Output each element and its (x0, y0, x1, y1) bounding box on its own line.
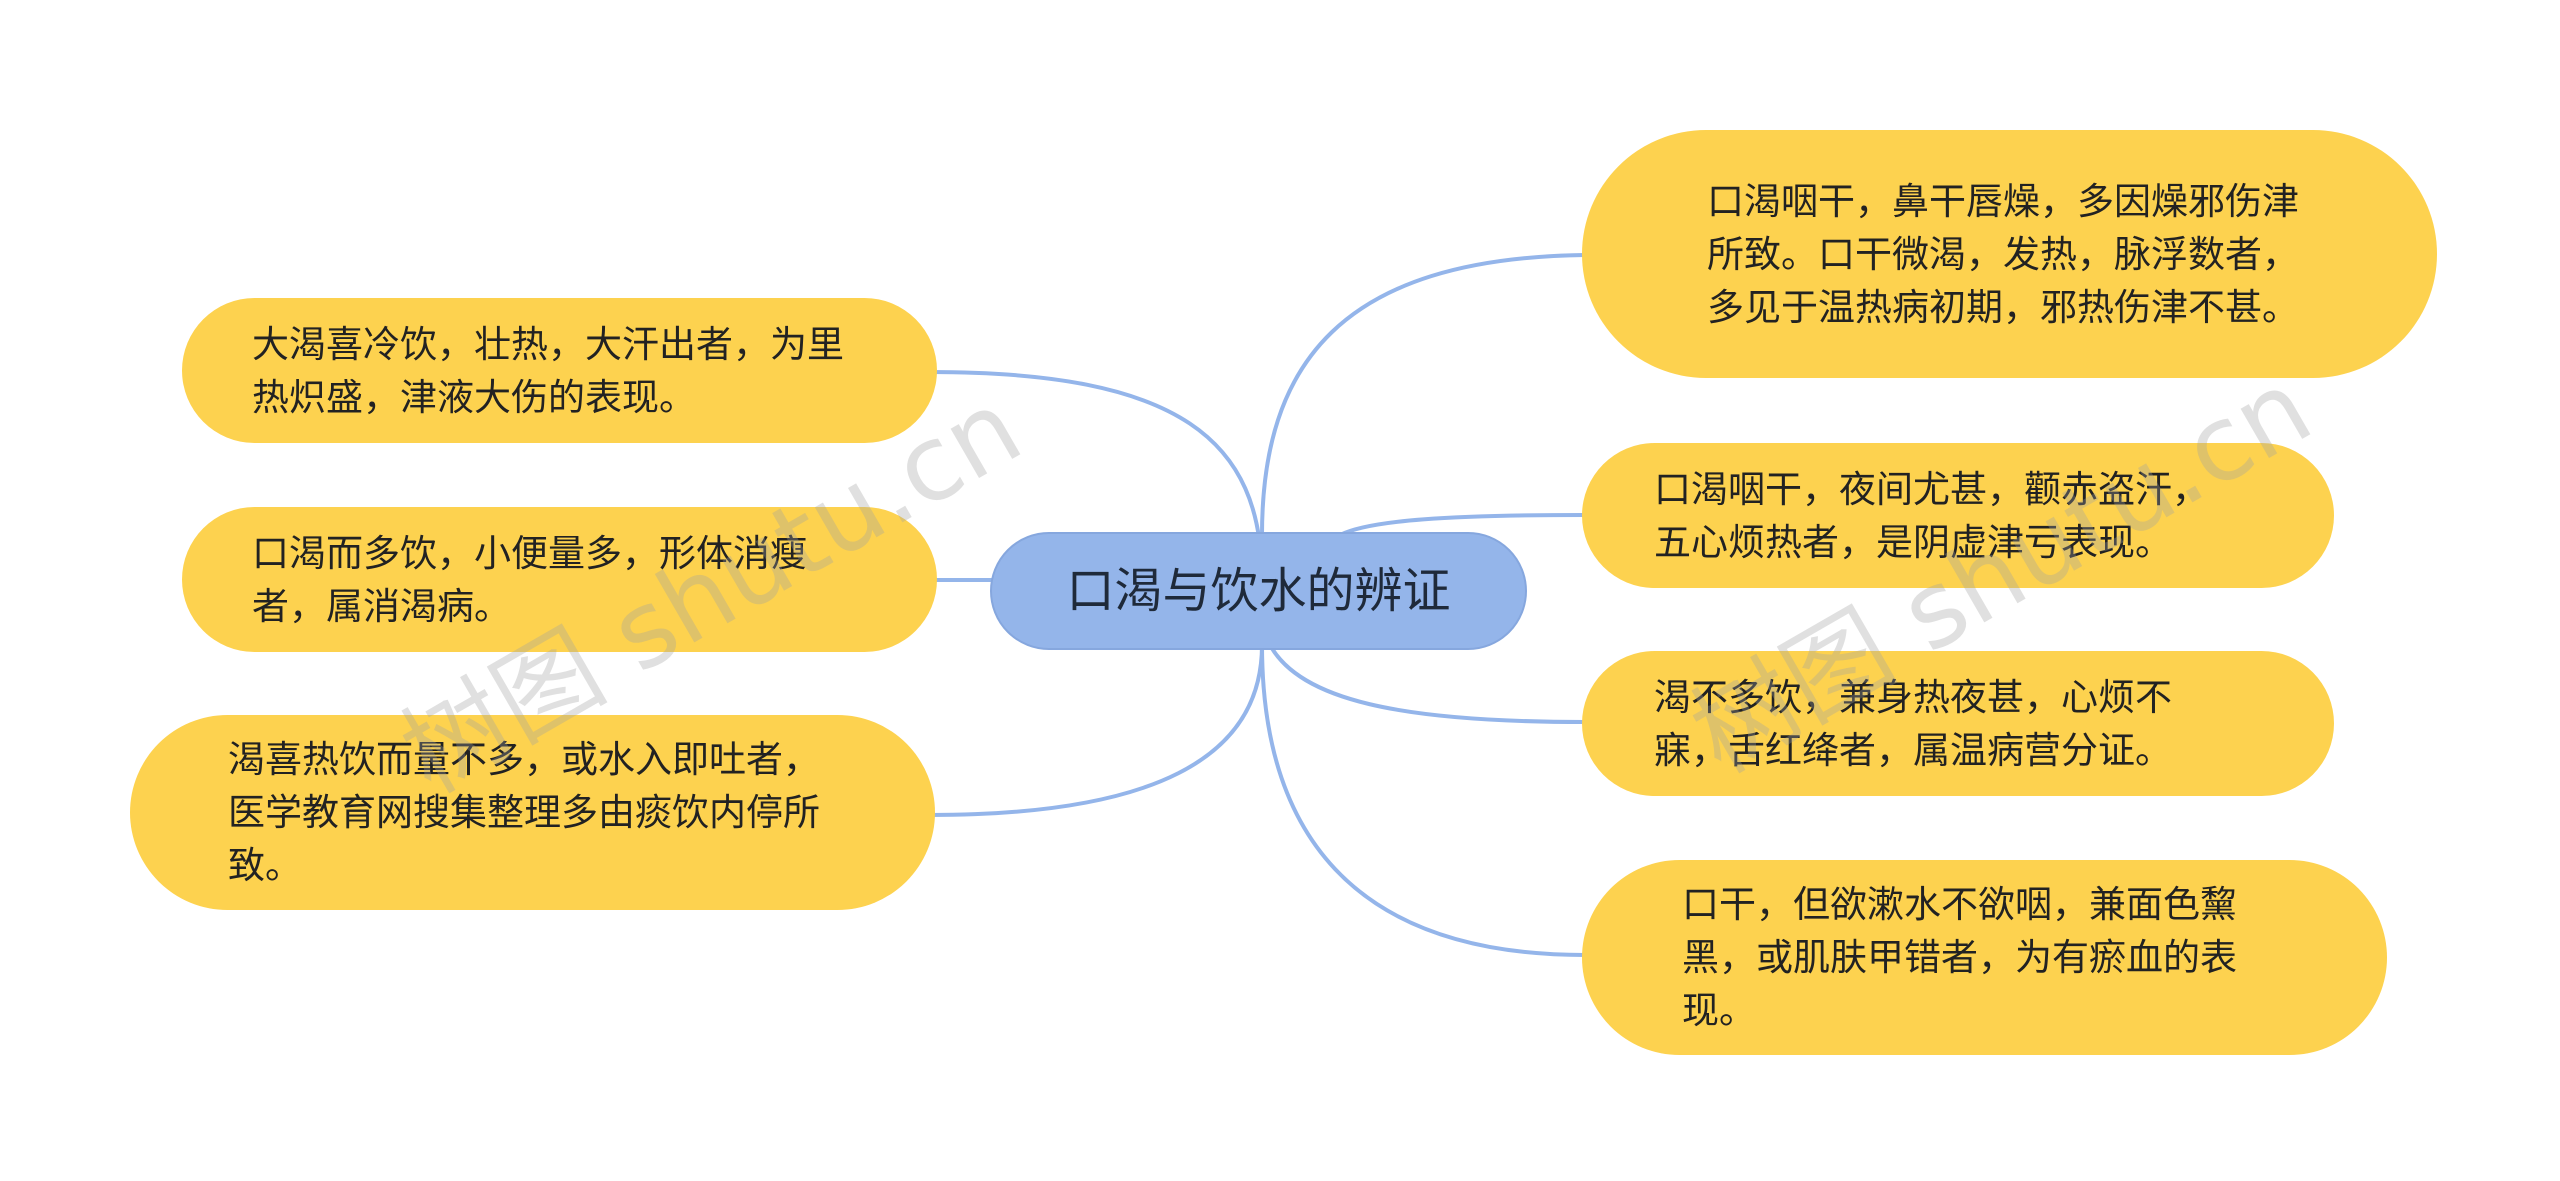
branch-text: 口渴咽干，鼻干唇燥，多因燥邪伤津所致。口干微渴，发热，脉浮数者，多见于温热病初期… (1707, 179, 2299, 329)
connector-right-2 (1339, 513, 1586, 537)
branch-text: 渴喜热饮而量不多，或水入即吐者，医学教育网搜集整理多由痰饮内停所致。 (228, 738, 820, 887)
branch-text: 大渴喜冷饮，壮热，大汗出者，为里热炽盛，津液大伤的表现。 (252, 322, 844, 419)
branch-node-left-1[interactable]: 大渴喜冷饮，壮热，大汗出者，为里热炽盛，津液大伤的表现。 (182, 298, 937, 443)
connector-right-4 (1260, 644, 1586, 957)
connector-left-3 (929, 644, 1264, 817)
branch-node-right-4[interactable]: 口干，但欲漱水不欲咽，兼面色黧黑，或肌肤甲错者，为有瘀血的表现。 (1582, 860, 2387, 1055)
branch-node-right-2[interactable]: 口渴咽干，夜间尤甚，颧赤盗汗，五心烦热者，是阴虚津亏表现。 (1582, 443, 2334, 588)
branch-node-right-1[interactable]: 口渴咽干，鼻干唇燥，多因燥邪伤津所致。口干微渴，发热，脉浮数者，多见于温热病初期… (1582, 130, 2437, 378)
connector-right-1 (1260, 253, 1586, 536)
connector-left-1 (929, 370, 1264, 581)
branch-node-right-3[interactable]: 渴不多饮，兼身热夜甚，心烦不寐，舌红绛者，属温病营分证。 (1582, 651, 2334, 796)
branch-text: 口干，但欲漱水不欲咽，兼面色黧黑，或肌肤甲错者，为有瘀血的表现。 (1682, 883, 2237, 1032)
branch-text: 渴不多饮，兼身热夜甚，心烦不寐，舌红绛者，属温病营分证。 (1654, 675, 2172, 772)
connector-right-3 (1268, 644, 1586, 724)
central-topic-label: 口渴与饮水的辨证 (1066, 562, 1451, 619)
branch-text: 口渴咽干，夜间尤甚，颧赤盗汗，五心烦热者，是阴虚津亏表现。 (1654, 467, 2209, 564)
branch-text: 口渴而多饮，小便量多，形体消瘦者，属消渴病。 (252, 531, 807, 628)
branch-node-left-3[interactable]: 渴喜热饮而量不多，或水入即吐者，医学教育网搜集整理多由痰饮内停所致。 (130, 715, 935, 910)
central-topic[interactable]: 口渴与饮水的辨证 (990, 532, 1527, 650)
branch-node-left-2[interactable]: 口渴而多饮，小便量多，形体消瘦者，属消渴病。 (182, 507, 937, 652)
